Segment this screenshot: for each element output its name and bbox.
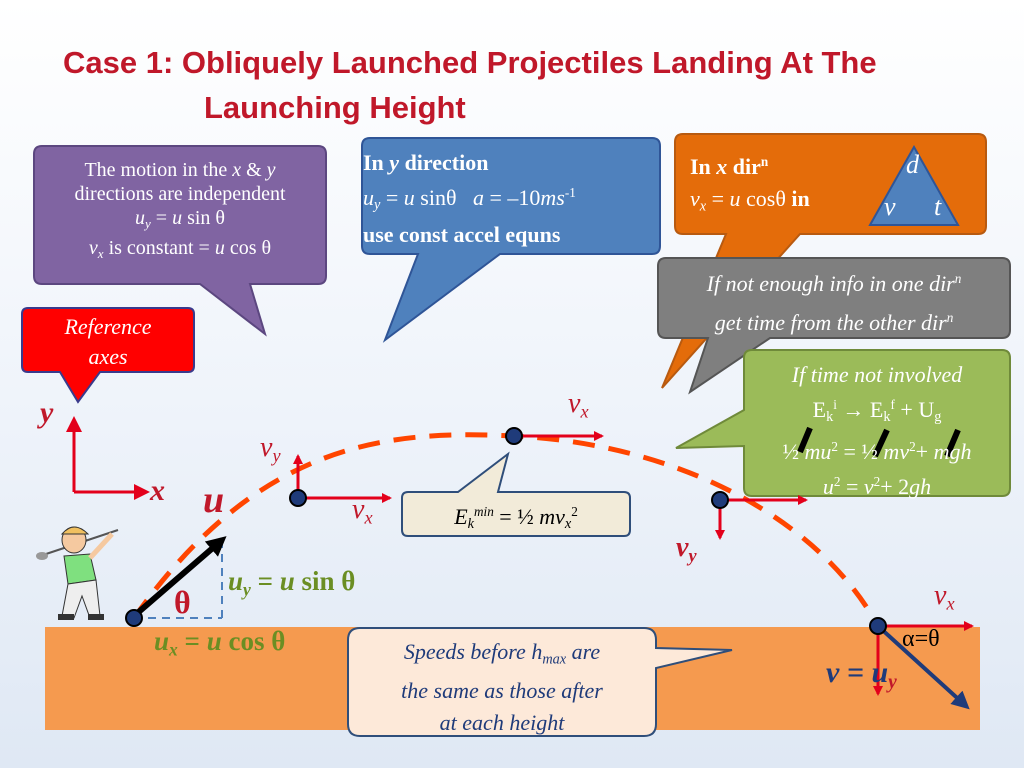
- triangle-d-label: d: [906, 150, 919, 179]
- axis-x-label: x: [150, 474, 165, 507]
- callout-independent-shape: [33, 145, 327, 337]
- dvt-triangle: [868, 144, 960, 226]
- callout-y-direction-shape: [361, 137, 661, 343]
- v-equals-u-label: v = uy: [826, 656, 897, 693]
- launch-point: [125, 609, 143, 627]
- triangle-t-label: t: [934, 192, 942, 221]
- callout-ek-min-text: Ekmin = ½ mvx2: [454, 503, 578, 533]
- callout-reference-axes-shape: [21, 307, 195, 404]
- vy2-label: vy: [676, 532, 697, 566]
- landing-velocity-arrow: [876, 624, 970, 710]
- u-label: u: [203, 479, 225, 521]
- uy-equation: uy = u sin θ: [228, 566, 356, 600]
- launch-velocity-arrow: [132, 536, 227, 619]
- callout-reference-axes-text: Reference axes: [64, 314, 152, 369]
- point-3: [711, 491, 729, 509]
- callout-time-not-involved-text: If time not involved Eki → Ekf + Ug ½ mu…: [782, 362, 972, 499]
- callout-independent-text: The motion in the x & y directions are i…: [74, 159, 286, 261]
- callout-not-enough-shape: [657, 257, 1011, 395]
- golfer-figure: [36, 526, 119, 620]
- callout-y-direction-text: In y direction uy = u sinθ a = –10ms-1 u…: [363, 150, 576, 248]
- axis-y-label: y: [40, 396, 54, 429]
- alpha-label: α=θ: [902, 626, 940, 652]
- callout-ek-min-shape: [401, 451, 631, 537]
- ux-equation: ux = u cos θ: [154, 626, 286, 660]
- title-line-1: Case 1: Obliquely Launched Projectiles L…: [63, 45, 877, 80]
- callout-speeds-text: Speeds before hmax are the same as those…: [401, 639, 603, 736]
- theta-label: θ: [174, 584, 191, 620]
- apex-point: [505, 427, 523, 445]
- cancel-slash-1: [797, 426, 813, 454]
- title-line-2: Launching Height: [204, 90, 466, 125]
- triangle-v-label: v: [884, 192, 896, 221]
- point-1: [289, 489, 307, 507]
- callout-time-not-involved-shape: [675, 349, 1011, 497]
- vx-top-label: vx: [568, 388, 589, 422]
- cancel-slash-3: [944, 428, 961, 458]
- callout-not-enough-text: If not enough info in one dirn get time …: [706, 270, 962, 335]
- callout-speeds-shape: [347, 627, 733, 737]
- vx3-label: vx: [934, 580, 955, 614]
- callout-x-direction-text: In x dirn vx = u cosθ in: [690, 153, 810, 215]
- landing-point: [869, 617, 887, 635]
- vx1-label: vx: [352, 494, 373, 528]
- vy1-label: vy: [260, 432, 281, 466]
- cancel-slash-2: [872, 428, 890, 458]
